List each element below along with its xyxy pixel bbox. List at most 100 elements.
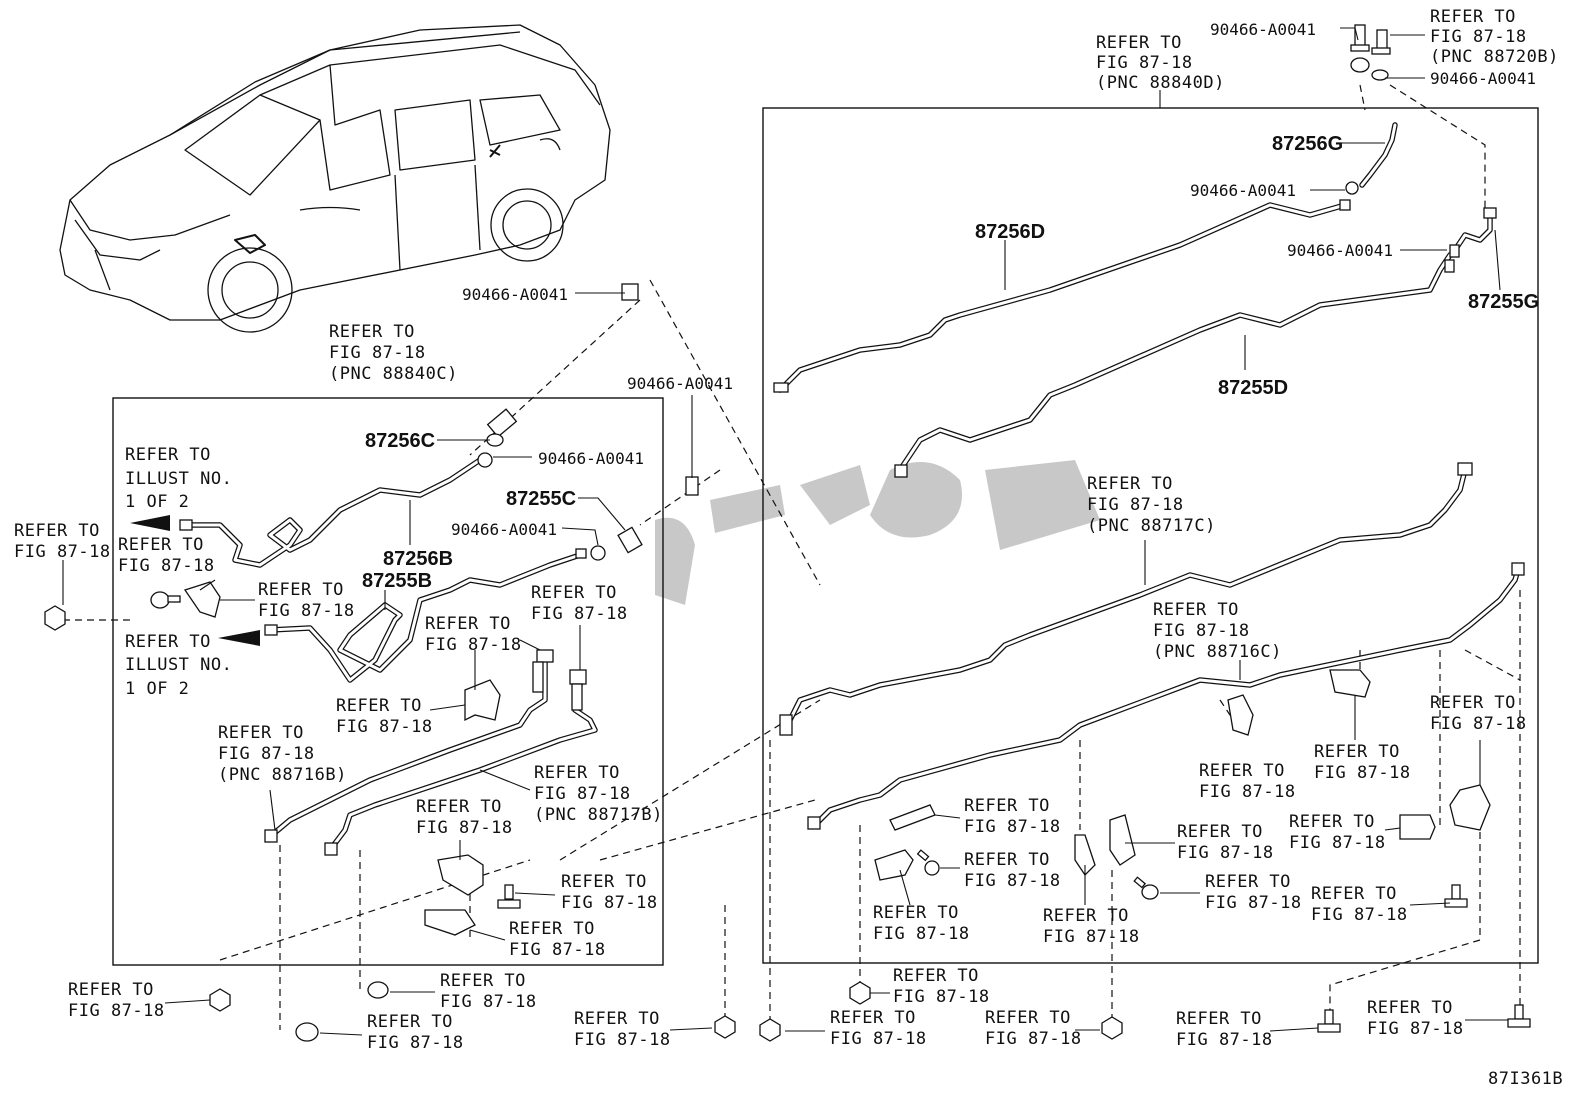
code-clamp-87255c: 90466-A0041 bbox=[451, 520, 557, 539]
callout-fig-right-clamp-1: REFER TO FIG 87-18 bbox=[1314, 742, 1410, 783]
svg-text:REFER TO: REFER TO bbox=[964, 850, 1050, 870]
svg-text:FIG 87-18: FIG 87-18 bbox=[336, 717, 433, 737]
pipe-87256D bbox=[777, 202, 1348, 393]
svg-text:FIG 87-18: FIG 87-18 bbox=[873, 924, 970, 944]
nut-icon bbox=[44, 605, 66, 631]
clamp-icon bbox=[477, 452, 493, 468]
svg-text:REFER TO: REFER TO bbox=[1289, 812, 1375, 832]
clamp-icon bbox=[779, 714, 793, 736]
nut-icon bbox=[1350, 57, 1389, 81]
svg-text:FIG 87-18: FIG 87-18 bbox=[440, 992, 537, 1012]
pn-87256G: 87256G bbox=[1272, 133, 1343, 155]
callout-fig-left-bracket: REFER TO FIG 87-18 bbox=[258, 580, 354, 621]
code-clamp-87256g: 90466-A0041 bbox=[1190, 181, 1296, 200]
vehicle-illustration bbox=[59, 24, 611, 333]
svg-text:REFER TO: REFER TO bbox=[531, 583, 617, 603]
svg-text:REFER TO: REFER TO bbox=[336, 696, 422, 716]
svg-text:REFER TO: REFER TO bbox=[873, 903, 959, 923]
pipe-87256B bbox=[182, 457, 483, 568]
callout-fig-bottom-bolt-7: REFER TO FIG 87-18 bbox=[1367, 998, 1463, 1039]
svg-text:(PNC 88720B): (PNC 88720B) bbox=[1430, 47, 1559, 67]
svg-text:(PNC 88840C): (PNC 88840C) bbox=[329, 364, 458, 384]
svg-text:REFER TO: REFER TO bbox=[258, 580, 344, 600]
svg-text:FIG 87-18: FIG 87-18 bbox=[1430, 27, 1527, 47]
clamp-icon bbox=[1339, 181, 1359, 211]
svg-text:FIG 87-18: FIG 87-18 bbox=[416, 818, 513, 838]
callout-fig-right-bracket-4: REFER TO FIG 87-18 bbox=[1430, 693, 1526, 734]
clamp-icon bbox=[621, 283, 639, 301]
callout-illust-upper: REFER TO ILLUST NO. 1 OF 2 bbox=[125, 445, 232, 512]
bracket-icon bbox=[889, 804, 936, 831]
callout-88840D: REFER TO FIG 87-18 (PNC 88840D) bbox=[1096, 33, 1224, 93]
svg-text:FIG 87-18: FIG 87-18 bbox=[830, 1029, 927, 1049]
pipe-lower-left-a bbox=[269, 657, 548, 838]
bolt-icon bbox=[1507, 1004, 1531, 1028]
clamp-icon bbox=[1350, 24, 1370, 52]
frame-left bbox=[112, 397, 664, 966]
callout-fig-right-clamp-2: REFER TO FIG 87-18 bbox=[1289, 812, 1386, 853]
svg-text:FIG 87-18: FIG 87-18 bbox=[985, 1029, 1082, 1049]
frame-right bbox=[762, 107, 1539, 964]
svg-text:REFER TO: REFER TO bbox=[1176, 1009, 1262, 1029]
svg-text:REFER TO: REFER TO bbox=[125, 445, 211, 465]
svg-text:FIG 87-18: FIG 87-18 bbox=[534, 784, 631, 804]
callout-fig-far-left: REFER TO FIG 87-18 bbox=[14, 521, 111, 562]
pn-87255G: 87255G bbox=[1468, 291, 1539, 313]
svg-text:(PNC 88717B): (PNC 88717B) bbox=[534, 805, 663, 825]
pipe-87255D bbox=[897, 252, 1453, 473]
code-clamp-87256c: 90466-A0041 bbox=[538, 449, 644, 468]
pn-87255D: 87255D bbox=[1218, 377, 1288, 399]
svg-text:REFER TO: REFER TO bbox=[68, 980, 154, 1000]
svg-text:FIG 87-18: FIG 87-18 bbox=[1177, 843, 1274, 863]
svg-text:ILLUST NO.: ILLUST NO. bbox=[125, 469, 232, 489]
svg-text:FIG 87-18: FIG 87-18 bbox=[964, 871, 1061, 891]
code-clamp-87255g: 90466-A0041 bbox=[1287, 241, 1393, 260]
svg-text:REFER TO: REFER TO bbox=[1311, 884, 1397, 904]
nut-icon bbox=[759, 1018, 781, 1042]
svg-text:REFER TO: REFER TO bbox=[1430, 693, 1516, 713]
callout-fig-lower-bolt: REFER TO FIG 87-18 bbox=[561, 872, 657, 913]
svg-text:FIG 87-18: FIG 87-18 bbox=[1087, 495, 1184, 515]
svg-text:FIG 87-18: FIG 87-18 bbox=[509, 940, 606, 960]
callout-fig-bottom-grommet-2: REFER TO FIG 87-18 bbox=[367, 1012, 464, 1053]
svg-text:REFER TO: REFER TO bbox=[893, 966, 979, 986]
clamp-icon bbox=[264, 624, 278, 636]
callout-fig-bottom-nut-3: REFER TO FIG 87-18 bbox=[830, 1008, 927, 1049]
callout-fig-right-bolt-3: REFER TO FIG 87-18 bbox=[1311, 884, 1407, 925]
svg-text:REFER TO: REFER TO bbox=[1314, 742, 1400, 762]
svg-text:REFER TO: REFER TO bbox=[125, 632, 211, 652]
bracket-icon bbox=[183, 581, 221, 618]
svg-text:REFER TO: REFER TO bbox=[509, 919, 595, 939]
callout-fig-right-bracket-2: REFER TO FIG 87-18 bbox=[1177, 822, 1274, 863]
svg-text:FIG 87-18: FIG 87-18 bbox=[1289, 833, 1386, 853]
svg-text:REFER TO: REFER TO bbox=[367, 1012, 453, 1032]
svg-text:(PNC 88716B): (PNC 88716B) bbox=[218, 765, 347, 785]
pipe-87256G bbox=[1359, 122, 1398, 188]
bolt-icon bbox=[1444, 884, 1468, 908]
svg-text:REFER TO: REFER TO bbox=[329, 322, 415, 342]
callout-fig-right-clip-1: REFER TO FIG 87-18 bbox=[964, 796, 1060, 837]
diagram-code: 87I361B bbox=[1488, 1069, 1563, 1089]
clamp-icon bbox=[179, 519, 193, 531]
pn-87256C: 87256C bbox=[365, 430, 435, 452]
code-clamp-top-right: 90466-A0041 bbox=[1430, 69, 1536, 88]
svg-text:FIG 87-18: FIG 87-18 bbox=[14, 542, 111, 562]
clamp-icon bbox=[807, 816, 821, 830]
clamp-icon bbox=[1457, 462, 1473, 476]
svg-text:REFER TO: REFER TO bbox=[1153, 600, 1239, 620]
callout-88717C: REFER TO FIG 87-18 (PNC 88717C) bbox=[1087, 474, 1215, 536]
pipe-rear-lower bbox=[812, 567, 1521, 828]
bolt-icon bbox=[497, 884, 521, 909]
pn-87255B: 87255B bbox=[362, 570, 432, 592]
svg-text:REFER TO: REFER TO bbox=[561, 872, 647, 892]
callout-fig-left-bolt: REFER TO FIG 87-18 bbox=[118, 535, 214, 576]
svg-text:REFER TO: REFER TO bbox=[1367, 998, 1453, 1018]
callout-fig-right-clip-2: REFER TO FIG 87-18 bbox=[873, 903, 970, 944]
svg-text:REFER TO: REFER TO bbox=[416, 797, 502, 817]
clamp-icon bbox=[1483, 207, 1497, 219]
grommet-icon bbox=[367, 981, 389, 999]
svg-text:FIG 87-18: FIG 87-18 bbox=[1096, 53, 1193, 73]
nut-icon bbox=[714, 1015, 736, 1039]
svg-text:FIG 87-18: FIG 87-18 bbox=[367, 1033, 464, 1053]
callout-fig-bottom-nut-2: REFER TO FIG 87-18 bbox=[574, 1009, 670, 1050]
